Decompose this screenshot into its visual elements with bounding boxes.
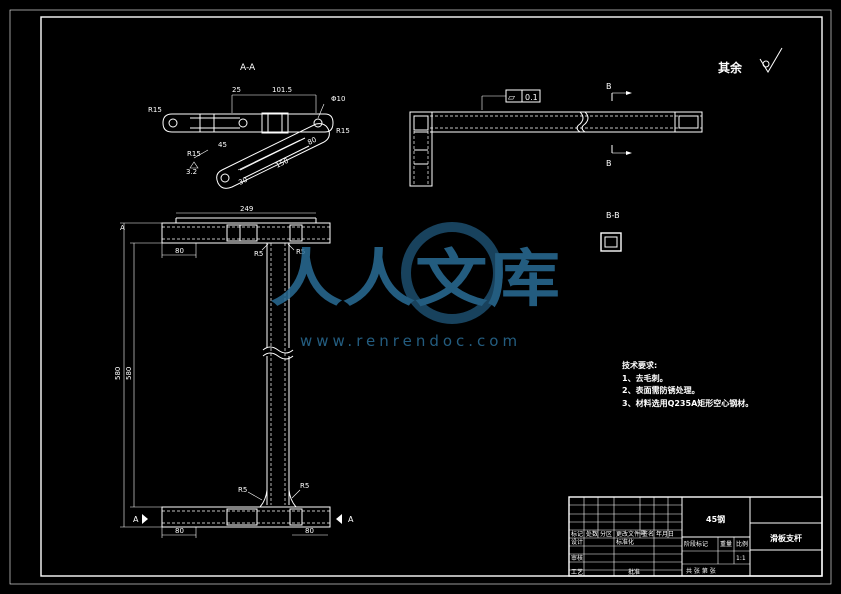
watermark-text: 人人文库 [270,242,560,315]
dim-phi10: Φ10 [331,95,345,103]
dim-30: 30 [237,176,249,187]
dim-580-outer: 580 [114,367,122,380]
tb-date: 年月日 [656,530,674,538]
roughness-label: 其余 [718,60,743,75]
dim-r5-bottom-right: R5 [300,482,309,490]
tb-std: 标准化 [616,538,634,546]
outer-border [9,9,832,585]
tb-check: 审核 [571,554,583,562]
dim-r15-right: R15 [336,127,350,135]
tb-change-doc: 更改文件号 [616,530,646,538]
tb-count: 处数 [586,530,598,538]
section-a-marker-left: A [133,515,139,524]
dim-45: 45 [218,141,227,149]
flatness-symbol: ▱ [508,93,515,103]
dim-580-inner: 580 [125,367,133,380]
tb-mark: 标记 [571,530,583,538]
dim-80-top: 80 [175,247,184,255]
section-b-marker-bottom: B [606,159,612,168]
section-b-marker-top: B [606,82,612,91]
tb-process: 工艺 [571,568,583,576]
tb-scale-value: 1:1 [736,555,746,562]
dim-r15-left: R15 [148,106,162,114]
technical-notes: 技术要求: 1、去毛刺。 2、表面需防锈处理。 3、材料选用Q235A矩形空心钢… [622,360,753,408]
tb-scale-label: 比例 [736,540,748,548]
notes-title: 技术要求: [622,360,657,370]
tb-design: 设计 [571,538,583,546]
dim-150: 150 [274,157,290,170]
dim-r15-lower: R15 [187,150,201,158]
roughness-symbol: 其余 [718,47,783,75]
dim-r5-bottom-left: R5 [238,486,247,494]
section-bb-title: B-B [606,211,620,220]
notes-item-3: 3、材料选用Q235A矩形空心钢材。 [622,398,753,408]
tb-approve: 批准 [628,568,640,576]
dim-r5-top-left: R5 [254,250,263,258]
tb-stage: 阶段标记 [684,540,708,548]
dim-80-bottom-left: 80 [175,527,184,535]
notes-item-2: 2、表面需防锈处理。 [622,385,700,395]
section-a-marker-top: A [120,224,125,232]
front-view: 249 80 R5 R5 80 80 R5 R5 [114,205,354,538]
tb-sheet: 共 张 第 张 [686,567,716,575]
dim-249: 249 [240,205,253,213]
section-aa-title: A-A [240,63,256,73]
watermark: 人人文库 www.renrendoc.com [270,222,560,350]
tb-sign: 签名 [642,530,654,538]
tb-zone: 分区 [600,530,612,538]
watermark-url: www.renrendoc.com [300,332,521,350]
flatness-value: 0.1 [525,93,538,102]
dim-25: 25 [232,86,241,94]
side-view: ▱ 0.1 B B [409,82,703,187]
dim-3-2: 3.2 [186,168,197,176]
tb-part-name: 滑板支杆 [770,533,802,543]
watermark-ring-icon [401,222,503,324]
title-block: 标记 处数 分区 更改文件号 签名 年月日 设计 标准化 审核 工艺 批准 45… [568,496,823,577]
section-a-marker-right: A [348,515,354,524]
section-bb-view: B-B [600,211,622,252]
tb-material: 45钢 [706,514,725,524]
dim-80-bottom-right: 80 [305,527,314,535]
inner-frame [40,16,823,577]
section-aa-view: A-A R15 25 101.5 Φ10 R15 R15 45 3.2 150 … [148,63,350,189]
roughness-check-icon [759,47,783,73]
dim-101-5: 101.5 [272,86,292,94]
dim-80: 80 [306,136,318,147]
tb-weight: 重量 [720,540,732,548]
dim-r5-top-right: R5 [296,248,305,256]
notes-item-1: 1、去毛刺。 [622,373,668,383]
